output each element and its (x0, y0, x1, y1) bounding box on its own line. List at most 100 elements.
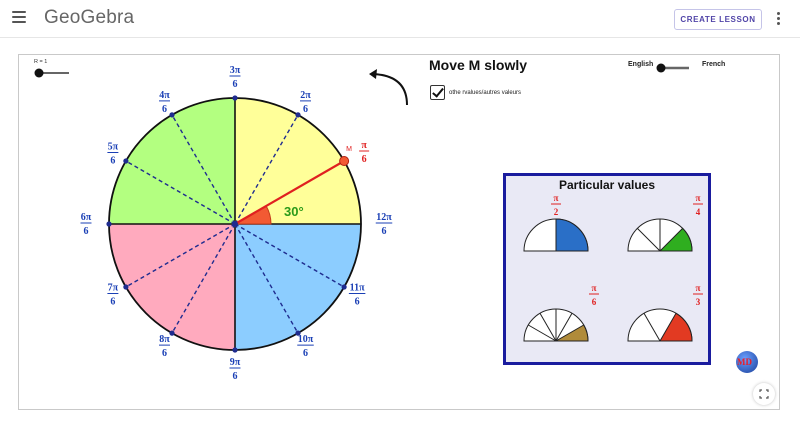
angle-label-270-denominator: 6 (233, 371, 238, 382)
other-values-checkbox[interactable] (430, 85, 445, 100)
division-line (643, 313, 661, 342)
radius-slider-label: R = 1 (34, 59, 48, 65)
circle-point-150 (123, 158, 129, 164)
angle-label-90: 3π6 (229, 65, 241, 90)
angle-label-60-denominator: 6 (303, 104, 308, 115)
particular-value-diagram-1: π2 (523, 193, 589, 252)
angle-label-330-numerator: 11π (350, 283, 365, 294)
circle-point-60 (295, 112, 301, 118)
division-line (555, 313, 573, 342)
angle-label-150-numerator: 5π (108, 142, 119, 153)
angle-label-120-numerator: 4π (159, 90, 170, 101)
author-logo-icon: MD (736, 351, 758, 373)
angle-label-150: 5π6 (107, 142, 119, 167)
dashed-radius-300 (234, 223, 299, 334)
angle-value-label: 30° (284, 204, 304, 219)
highlighted-sector (554, 324, 589, 342)
particular-value-diagram-3: π6 (523, 283, 599, 342)
angle-label-120-denominator: 6 (162, 104, 167, 115)
particular-value-label-4-denominator: 3 (696, 297, 701, 307)
division-line (637, 228, 661, 252)
circle-point-90 (232, 95, 238, 101)
circle-point-240 (169, 330, 175, 336)
unit-circle-board: M30°π63π62π64π65π66π612π67π611π68π610π69… (80, 65, 392, 382)
particular-values-title: Particular values (558, 178, 656, 192)
fullscreen-icon (759, 389, 769, 399)
angle-label-270-numerator: 9π (230, 357, 241, 368)
point-m-value-denominator: 6 (362, 154, 367, 165)
angle-label-0-denominator: 6 (382, 226, 387, 237)
point-m-value-numerator: π (361, 140, 367, 151)
angle-label-210-numerator: 7π (108, 283, 119, 294)
origin-point (232, 221, 238, 227)
angle-label-240-denominator: 6 (162, 348, 167, 359)
language-toggle-slider[interactable] (653, 61, 693, 75)
fullscreen-button[interactable] (753, 383, 775, 405)
angle-label-90-numerator: 3π (230, 65, 241, 76)
particular-value-label-2-denominator: 4 (696, 207, 701, 217)
circle-point-120 (169, 112, 175, 118)
menu-icon[interactable] (12, 11, 26, 25)
highlighted-sector (658, 227, 693, 252)
particular-value-label-3-denominator: 6 (592, 297, 597, 307)
division-line (539, 313, 557, 342)
angle-label-300-denominator: 6 (303, 348, 308, 359)
angle-label-210-denominator: 6 (110, 297, 115, 308)
radius-to-m (234, 160, 345, 225)
circle-point-210 (123, 284, 129, 290)
angle-label-90-denominator: 6 (233, 79, 238, 90)
circle-point-270 (232, 347, 238, 353)
more-options-icon[interactable] (775, 12, 781, 26)
dashed-radius-330 (234, 223, 345, 288)
angle-label-60: 2π6 (300, 90, 311, 115)
division-line (528, 324, 557, 342)
instruction-title: Move M slowly (429, 57, 528, 73)
top-bar: GeoGebra CREATE LESSON (0, 0, 800, 38)
highlighted-sector (659, 312, 693, 342)
particular-value-label-1-numerator: π (554, 193, 559, 203)
language-english-label: English (628, 61, 654, 68)
create-lesson-button[interactable]: CREATE LESSON (674, 9, 762, 30)
circle-point-330 (341, 284, 347, 290)
other-values-label: othe rvalues/autres valeurs (449, 89, 522, 96)
particular-value-label-2: π4 (693, 193, 703, 217)
angle-label-0-numerator: 12π (376, 212, 392, 223)
particular-value-diagram-4: π3 (627, 283, 703, 342)
particular-value-label-4: π3 (693, 283, 703, 307)
particular-value-label-1-denominator: 2 (554, 207, 559, 217)
particular-value-label-3: π6 (589, 283, 599, 307)
particular-value-diagram-2: π4 (627, 193, 703, 252)
brand-logo-text[interactable]: GeoGebra (44, 7, 135, 28)
language-french-label: French (702, 61, 726, 68)
angle-label-180-numerator: 6π (81, 212, 92, 223)
angle-label-180: 6π6 (80, 212, 92, 237)
particular-value-label-1: π2 (551, 193, 561, 217)
particular-value-label-4-numerator: π (696, 283, 701, 293)
quadrant-3-sector (109, 224, 235, 350)
point-m-value: π6 (359, 140, 370, 165)
circle-point-300 (295, 330, 301, 336)
angle-label-240-numerator: 8π (159, 334, 170, 345)
angle-label-180-denominator: 6 (84, 226, 89, 237)
dashed-radius-240 (171, 223, 236, 334)
point-m (339, 156, 350, 166)
radius-slider[interactable] (29, 63, 89, 83)
other-values-checkbox-row[interactable]: othe rvalues/autres valeurs (430, 85, 521, 100)
angle-label-150-denominator: 6 (110, 156, 115, 167)
curved-arrow-icon (369, 69, 408, 106)
angle-label-60-numerator: 2π (300, 90, 311, 101)
angle-label-330-denominator: 6 (355, 297, 360, 308)
angle-label-240: 8π6 (159, 334, 170, 359)
point-m-label: M (346, 146, 352, 153)
angle-label-270: 9π6 (229, 357, 241, 382)
angle-label-300-numerator: 10π (298, 334, 314, 345)
circle-point-180 (106, 221, 112, 227)
particular-value-label-3-numerator: π (592, 283, 597, 293)
particular-value-label-2-numerator: π (696, 193, 701, 203)
